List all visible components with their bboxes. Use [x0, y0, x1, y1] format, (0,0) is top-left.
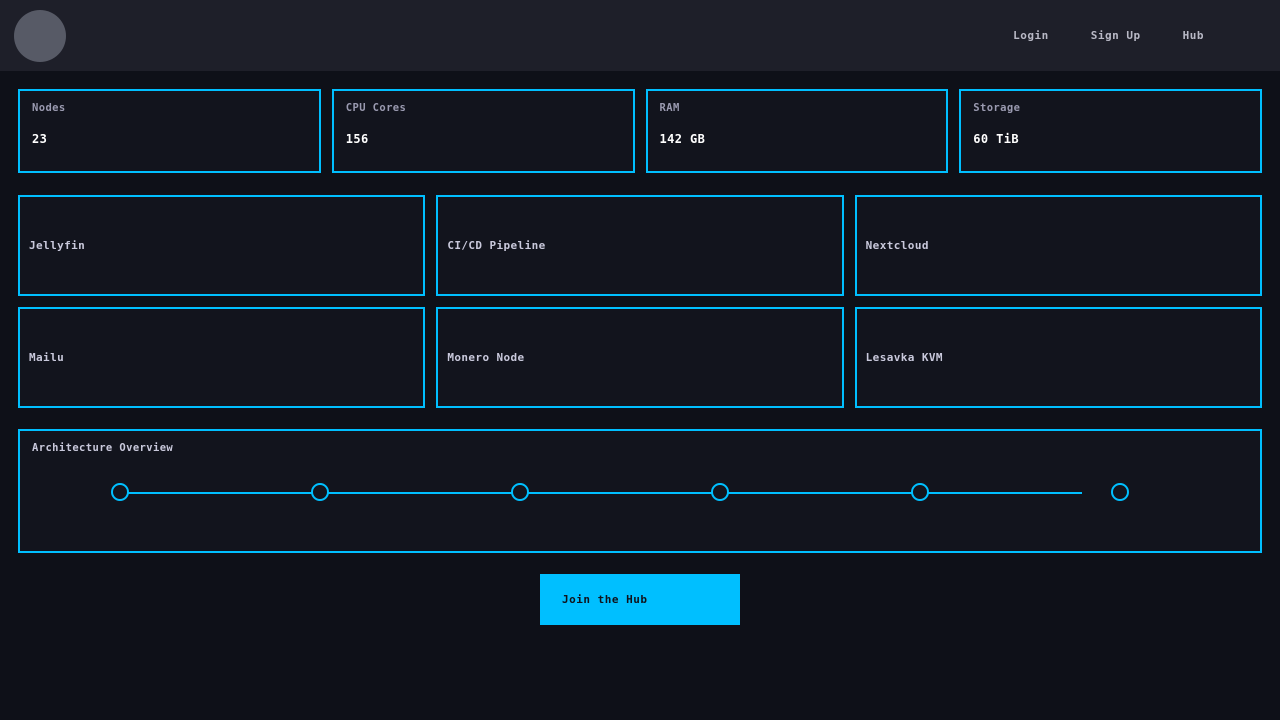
- architecture-node[interactable]: [111, 483, 129, 501]
- service-card-mailu[interactable]: Mailu: [18, 307, 426, 408]
- service-title: Monero Node: [447, 351, 525, 364]
- site-header: Login Sign Up Hub: [0, 0, 1280, 71]
- stat-value: 23: [32, 131, 48, 146]
- architecture-node[interactable]: [711, 483, 729, 501]
- architecture-connector-line: [120, 492, 1082, 494]
- architecture-diagram: [20, 469, 1260, 517]
- stat-label: Nodes: [32, 102, 66, 114]
- stat-value: 156: [345, 131, 369, 146]
- page-content: Nodes 23 CPU Cores 156 RAM 142 GB Storag…: [0, 71, 1280, 625]
- stats-row: Nodes 23 CPU Cores 156 RAM 142 GB Storag…: [18, 89, 1262, 173]
- user-avatar-icon[interactable]: [14, 9, 66, 62]
- stat-value: 142 GB: [659, 131, 706, 146]
- stat-card-storage: Storage 60 TiB: [959, 89, 1262, 173]
- stat-card-ram: RAM 142 GB: [645, 89, 949, 173]
- service-card-monero-node[interactable]: Monero Node: [436, 307, 844, 408]
- service-title: Nextcloud: [865, 239, 929, 252]
- nav-link-login[interactable]: Login: [1013, 29, 1049, 42]
- stat-value: 60 TiB: [973, 131, 1019, 146]
- architecture-overview-title: Architecture Overview: [32, 442, 174, 454]
- stat-label: Storage: [973, 102, 1021, 114]
- service-title: Jellyfin: [29, 239, 86, 252]
- service-card-jellyfin[interactable]: Jellyfin: [18, 195, 426, 296]
- services-grid: Jellyfin CI/CD Pipeline Nextcloud Mailu …: [18, 195, 1262, 408]
- service-title: CI/CD Pipeline: [447, 239, 546, 252]
- architecture-node[interactable]: [511, 483, 529, 501]
- service-title: Mailu: [29, 351, 65, 364]
- main-navigation: Login Sign Up Hub: [1001, 23, 1264, 48]
- service-card-nextcloud[interactable]: Nextcloud: [854, 195, 1262, 296]
- service-card-cicd-pipeline[interactable]: CI/CD Pipeline: [436, 195, 844, 296]
- architecture-node[interactable]: [1111, 483, 1129, 501]
- join-the-hub-label: Join the Hub: [562, 593, 648, 606]
- stat-label: RAM: [659, 102, 680, 114]
- service-card-lesavka-kvm[interactable]: Lesavka KVM: [854, 307, 1262, 408]
- stat-label: CPU Cores: [345, 102, 407, 114]
- architecture-overview-panel: Architecture Overview: [18, 429, 1262, 553]
- join-the-hub-button[interactable]: Join the Hub: [540, 574, 740, 625]
- architecture-node[interactable]: [911, 483, 929, 501]
- nav-link-hub[interactable]: Hub: [1182, 29, 1204, 42]
- cta-container: Join the Hub: [18, 574, 1262, 625]
- service-title: Lesavka KVM: [865, 351, 943, 364]
- architecture-node[interactable]: [311, 483, 329, 501]
- stat-card-cpu-cores: CPU Cores 156: [331, 89, 635, 173]
- nav-link-sign-up[interactable]: Sign Up: [1090, 29, 1141, 42]
- stat-card-nodes: Nodes 23: [18, 89, 321, 173]
